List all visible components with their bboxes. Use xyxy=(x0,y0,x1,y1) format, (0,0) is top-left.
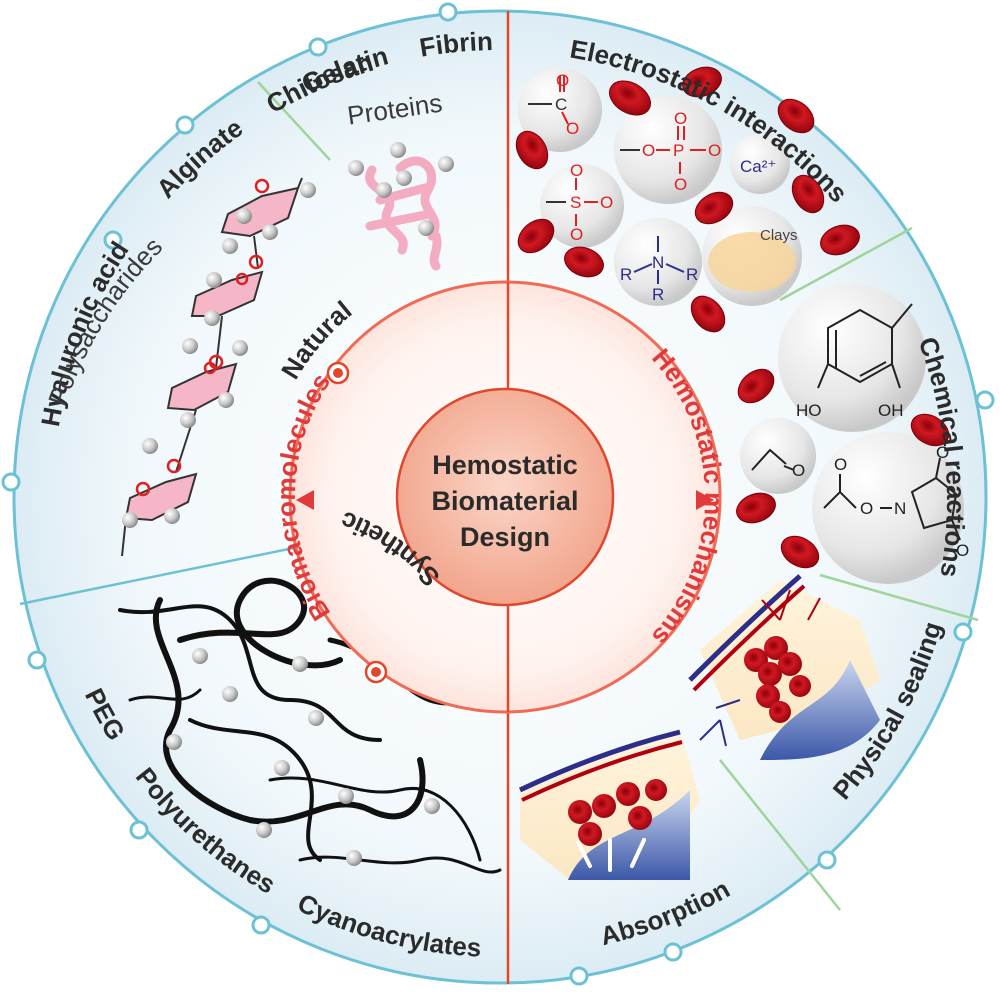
divider-chem-physical xyxy=(819,573,979,622)
divider-electro-chem xyxy=(779,226,913,302)
svg-text:O: O xyxy=(792,461,805,480)
svg-text:O: O xyxy=(570,225,583,244)
svg-text:O: O xyxy=(600,193,613,212)
svg-text:O: O xyxy=(860,499,873,518)
svg-text:O: O xyxy=(956,541,969,560)
right-arrow-icon xyxy=(696,490,714,510)
svg-text:O: O xyxy=(834,455,847,474)
svg-text:O: O xyxy=(570,161,583,180)
svg-text:O: O xyxy=(674,175,687,194)
nhs-ester-structure xyxy=(823,457,961,541)
divider-physical-absorb xyxy=(719,759,841,911)
divider-natural-synthetic xyxy=(19,541,319,606)
electrostatic-chem-lines xyxy=(528,76,706,284)
catechol-structure xyxy=(817,303,913,389)
svg-text:O: O xyxy=(642,141,655,160)
synthetic-polymer-network xyxy=(118,577,502,874)
svg-text:Clays: Clays xyxy=(760,227,798,244)
polysaccharide-chain xyxy=(121,177,303,557)
clay-particle xyxy=(708,232,796,292)
svg-text:O: O xyxy=(674,109,687,128)
svg-text:R: R xyxy=(652,285,664,304)
svg-text:HO: HO xyxy=(796,401,822,420)
svg-text:S: S xyxy=(570,193,581,212)
protein-ribbon xyxy=(365,156,442,271)
natural-marker xyxy=(326,361,350,385)
left-arrow-icon xyxy=(296,490,314,510)
center-title-line3: Design xyxy=(460,522,550,552)
aldehyde-structure xyxy=(751,448,795,471)
svg-text:O: O xyxy=(708,141,721,160)
synthetic-marker xyxy=(364,660,388,684)
svg-text:N: N xyxy=(894,499,906,518)
svg-text:O: O xyxy=(566,119,579,138)
physical-sealing-illustration xyxy=(688,574,880,760)
center-title-line1: Hemostatic xyxy=(432,450,578,480)
svg-text:P: P xyxy=(673,141,684,160)
electrostatic-chem-text: O C O O P O O O S O O O N R R R Ca²⁺ Cla… xyxy=(555,71,798,304)
chemical-text: HO OH O O O N O O xyxy=(792,401,969,560)
svg-text:R: R xyxy=(620,265,632,284)
center-title-line2: Biomaterial xyxy=(431,486,578,516)
svg-text:R: R xyxy=(686,265,698,284)
svg-text:OH: OH xyxy=(878,401,904,420)
center-disk xyxy=(395,387,615,607)
polysaccharide-balls xyxy=(122,182,316,528)
svg-text:C: C xyxy=(555,95,567,114)
absorption-illustration xyxy=(518,729,700,880)
svg-text:Ca²⁺: Ca²⁺ xyxy=(740,157,776,176)
svg-text:O: O xyxy=(556,71,569,90)
red-blood-cells xyxy=(515,66,950,569)
divider-poly-protein xyxy=(257,81,331,161)
svg-text:N: N xyxy=(652,253,664,272)
protein-balls xyxy=(348,142,454,236)
svg-text:O: O xyxy=(936,443,949,462)
polysaccharide-oxygens xyxy=(135,178,270,497)
synthetic-balls xyxy=(166,648,440,866)
